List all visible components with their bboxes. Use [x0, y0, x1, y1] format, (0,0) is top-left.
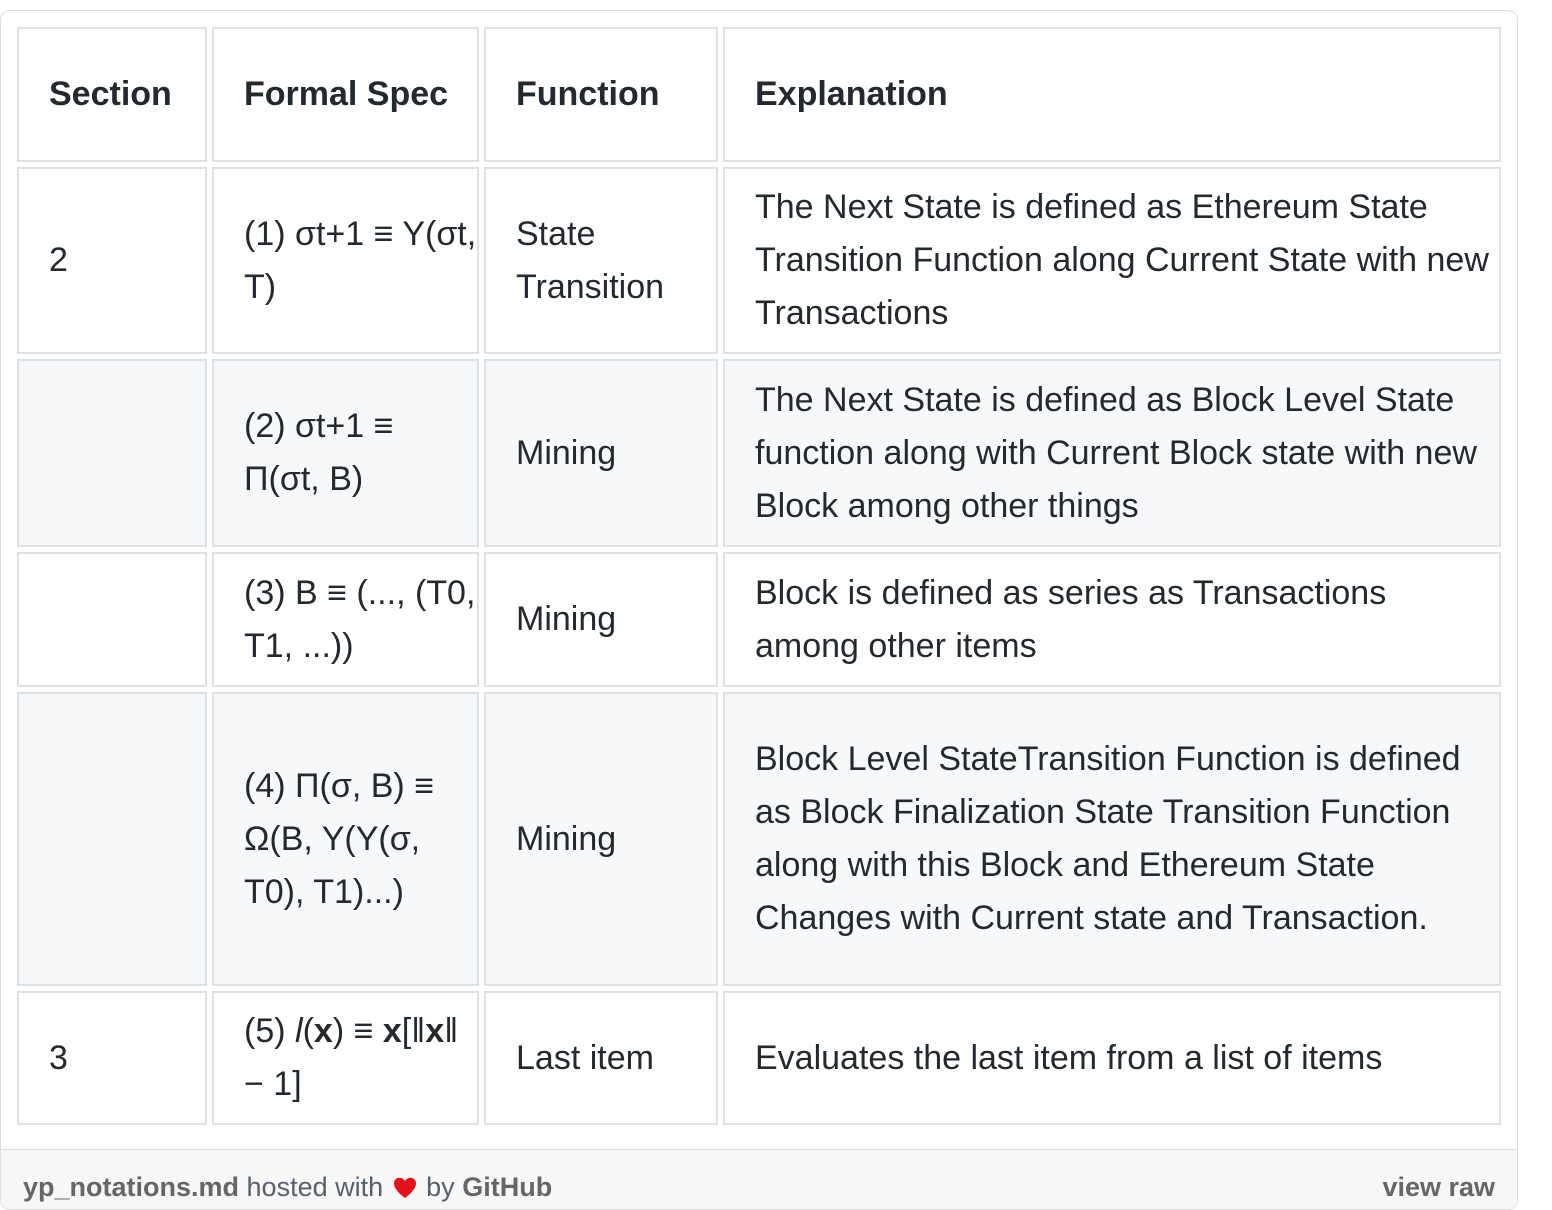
cell-section	[17, 552, 207, 687]
cell-formal-spec: (2) σt+1 ≡ Π(σt, B)	[212, 359, 479, 547]
cell-explanation: The Next State is defined as Ethereum St…	[723, 167, 1501, 354]
github-link[interactable]: GitHub	[462, 1172, 553, 1202]
cell-section: 2	[17, 167, 207, 354]
cell-formal-spec: (5) l(x) ≡ x[‖x‖ − 1]	[212, 991, 479, 1125]
cell-formal-spec: (4) Π(σ, B) ≡ Ω(B, Y(Y(σ, T0), T1)...)	[212, 692, 479, 986]
table-row: (4) Π(σ, B) ≡ Ω(B, Y(Y(σ, T0), T1)...) M…	[17, 692, 1501, 986]
spec-norm-open: [‖	[401, 1012, 426, 1050]
view-raw-link[interactable]: view raw	[1382, 1172, 1495, 1202]
notations-table-wrapper: Section Formal Spec Function Explanation…	[17, 27, 1506, 1130]
cell-explanation: Block is defined as series as Transactio…	[723, 552, 1501, 687]
table-row: 3 (5) l(x) ≡ x[‖x‖ − 1] Last item Evalua…	[17, 991, 1501, 1125]
cell-explanation: The Next State is defined as Block Level…	[723, 359, 1501, 547]
table-row: (3) B ≡ (..., (T0, T1, ...)) Mining Bloc…	[17, 552, 1501, 687]
notations-table: Section Formal Spec Function Explanation…	[12, 22, 1506, 1130]
cell-section	[17, 692, 207, 986]
cell-formal-spec: (1) σt+1 ≡ Y(σt, T)	[212, 167, 479, 354]
gist-file-link[interactable]: yp_notations.md	[23, 1172, 240, 1202]
spec-norm-close: ‖ − 1]	[244, 1012, 459, 1103]
spec-vector-x: x	[382, 1012, 402, 1050]
hosted-with-text: hosted with	[246, 1172, 384, 1202]
gist-footer: yp_notations.md hosted with by GitHub vi…	[1, 1149, 1517, 1209]
heart-icon	[393, 1175, 417, 1198]
gist-meta: yp_notations.md hosted with by GitHub	[23, 1172, 552, 1203]
by-text: by	[426, 1172, 455, 1202]
header-explanation: Explanation	[723, 27, 1501, 162]
header-section: Section	[17, 27, 207, 162]
cell-function: Mining	[484, 692, 718, 986]
spec-vector-x: x	[425, 1012, 445, 1050]
cell-section	[17, 359, 207, 547]
cell-formal-spec: (3) B ≡ (..., (T0, T1, ...))	[212, 552, 479, 687]
cell-function: State Transition	[484, 167, 718, 354]
spec-vector-x: x	[313, 1012, 333, 1050]
cell-function: Last item	[484, 991, 718, 1125]
header-function: Function	[484, 27, 718, 162]
spec-prefix: (5)	[244, 1012, 295, 1050]
cell-explanation: Evaluates the last item from a list of i…	[723, 991, 1501, 1125]
spec-equiv: ) ≡	[332, 1012, 383, 1050]
cell-function: Mining	[484, 359, 718, 547]
spec-function-l: l	[295, 1012, 303, 1050]
table-header-row: Section Formal Spec Function Explanation	[17, 27, 1501, 162]
spec-open-paren: (	[302, 1012, 314, 1050]
heart-icon-svg	[393, 1177, 416, 1198]
header-formal-spec: Formal Spec	[212, 27, 479, 162]
gist-embed: Section Formal Spec Function Explanation…	[0, 10, 1518, 1210]
cell-section: 3	[17, 991, 207, 1125]
table-row: (2) σt+1 ≡ Π(σt, B) Mining The Next Stat…	[17, 359, 1501, 547]
table-row: 2 (1) σt+1 ≡ Y(σt, T) State Transition T…	[17, 167, 1501, 354]
cell-function: Mining	[484, 552, 718, 687]
cell-explanation: Block Level StateTransition Function is …	[723, 692, 1501, 986]
